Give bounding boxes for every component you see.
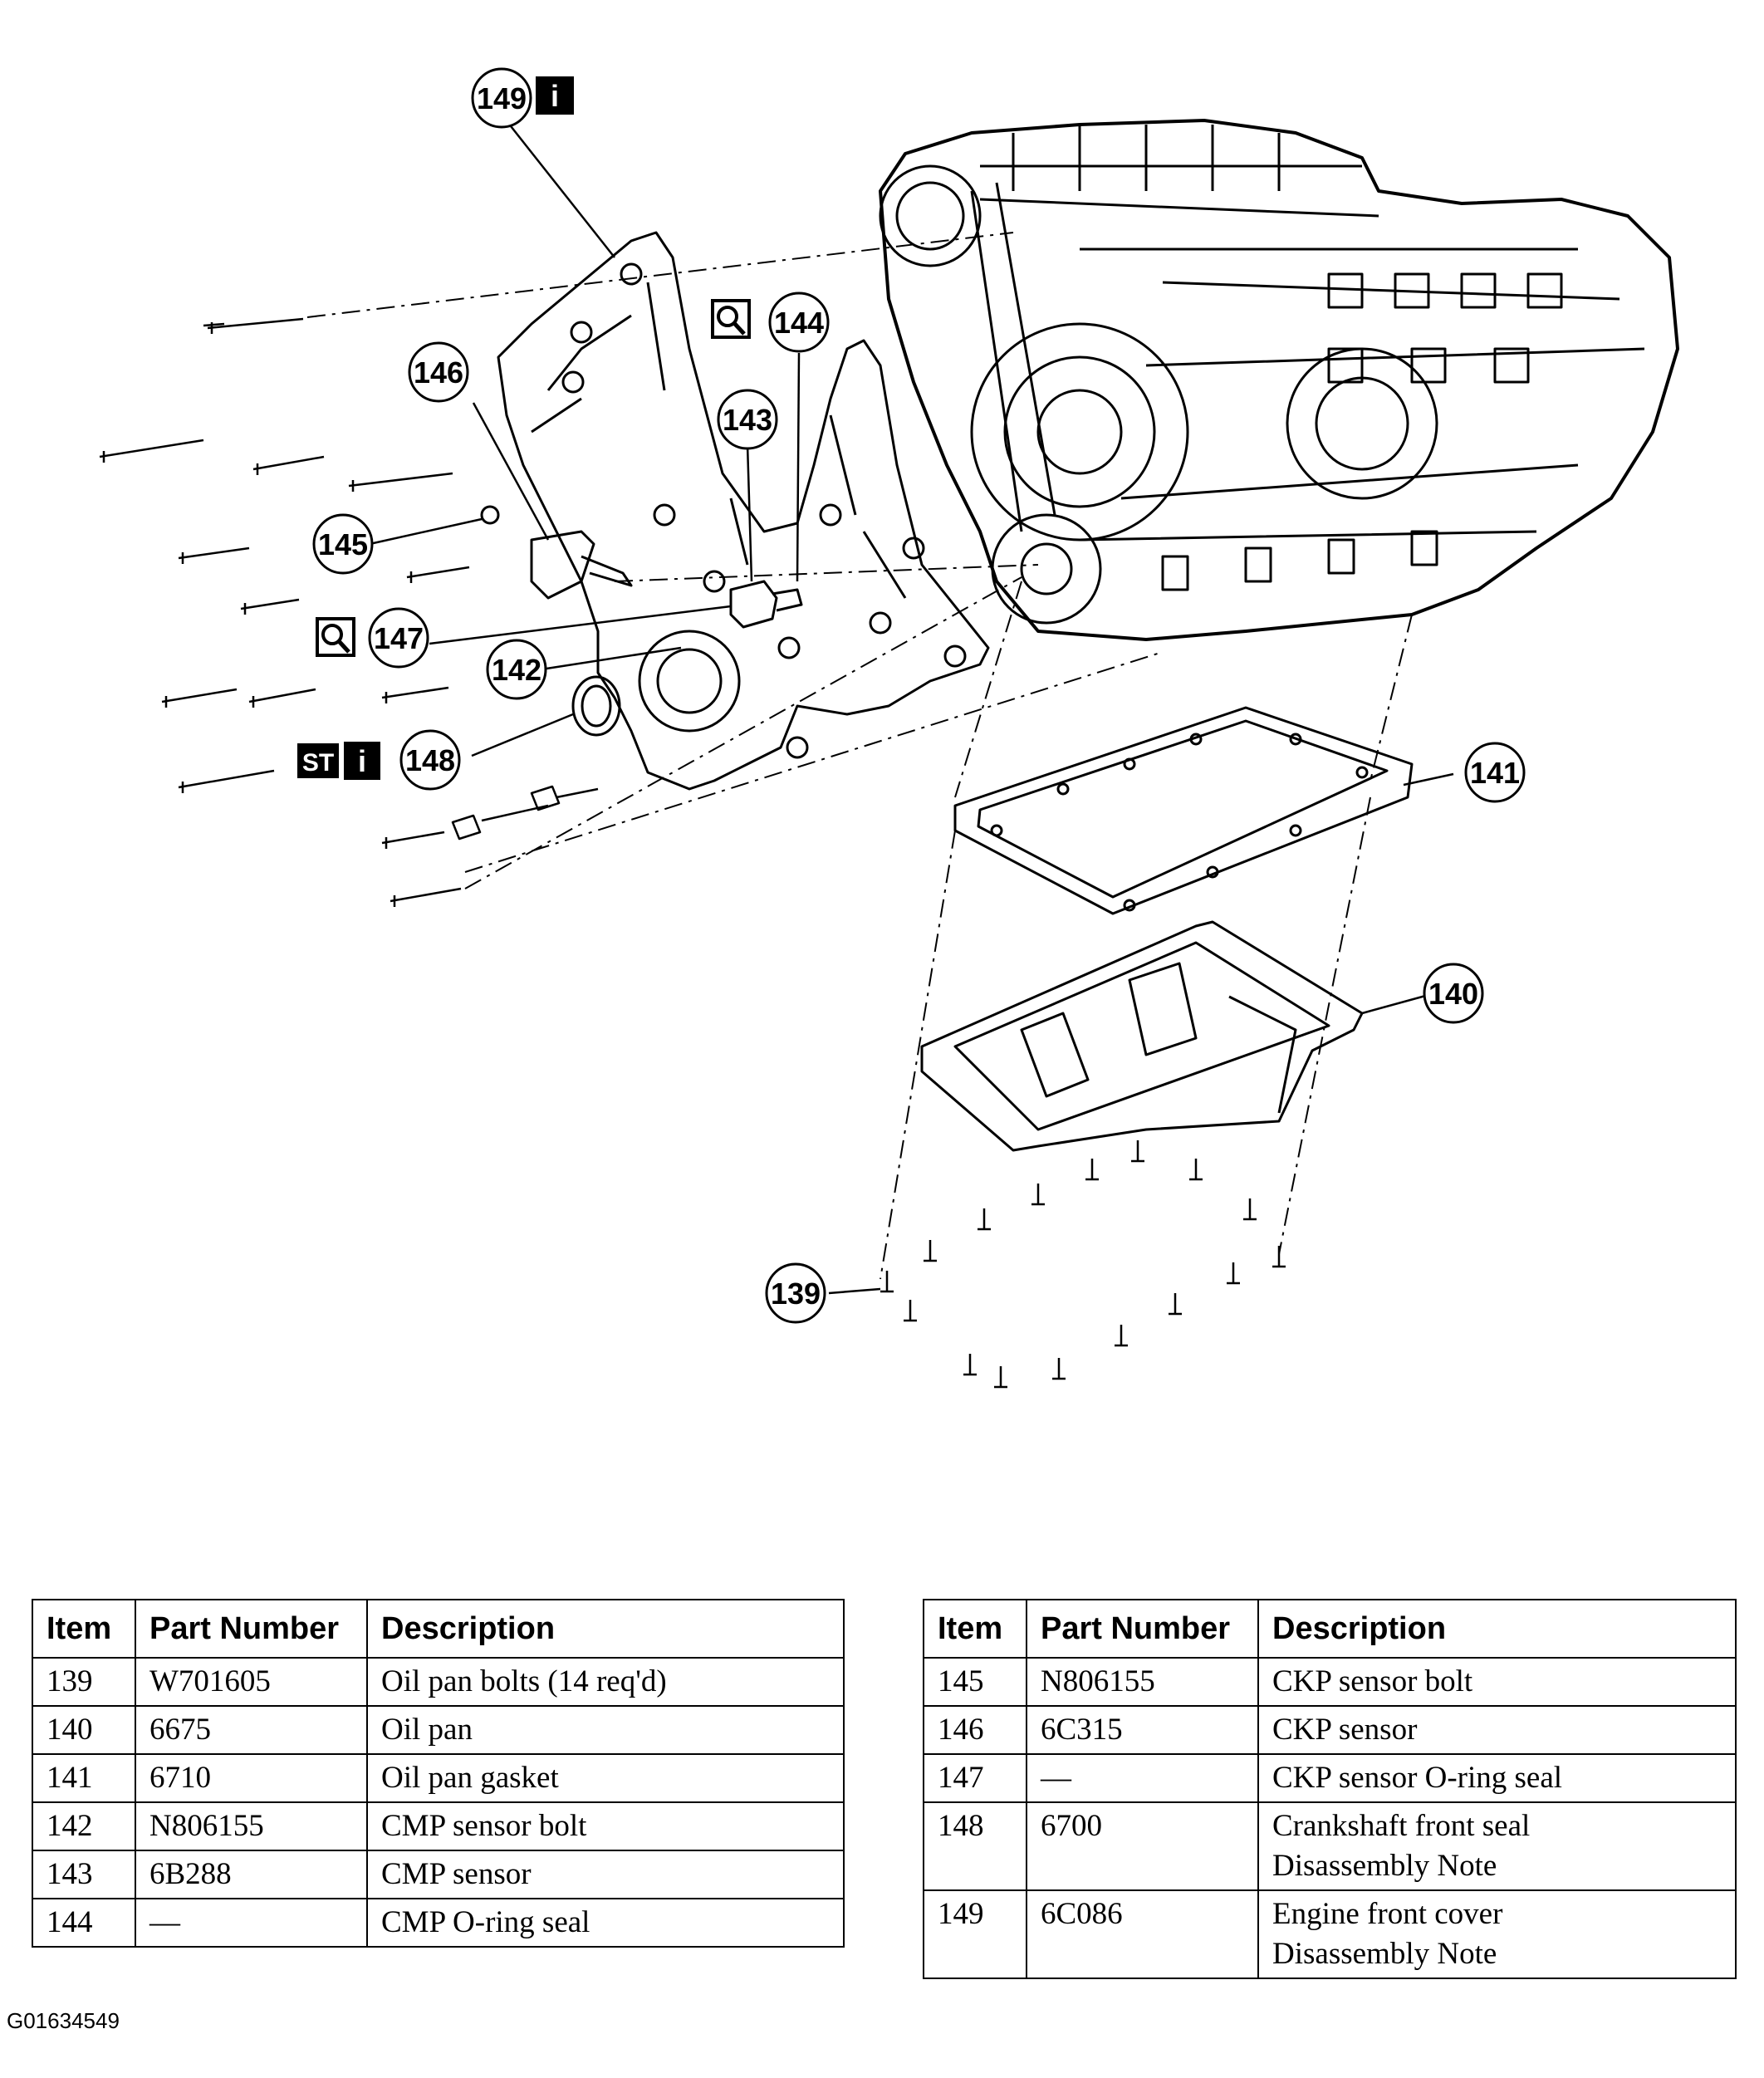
callout-148: ST i 148 [297,729,461,791]
figure-id: G01634549 [7,2008,120,2033]
table-row: 139 W701605 Oil pan bolts (14 req'd) [32,1657,845,1707]
callout-142: 142 [486,639,547,700]
cell-item: 141 [32,1753,136,1803]
oil-pan [920,920,1364,1152]
table-row: 141 6710 Oil pan gasket [32,1753,845,1803]
exploded-parts-diagram: 149 i 146 145 147 142 ST i [99,67,1679,1389]
table-row: 144 — CMP O-ring seal [32,1898,845,1948]
disassembly-note-link[interactable]: Disassembly Note [1272,1849,1497,1883]
svg-text:143: 143 [723,403,772,437]
cell-part-number: 6C086 [1026,1889,1259,1979]
header-part-number: Part Number [1026,1599,1259,1659]
svg-text:139: 139 [771,1277,821,1311]
table-row: 143 6B288 CMP sensor [32,1850,845,1899]
disassembly-note-link[interactable]: Disassembly Note [1272,1937,1497,1971]
table-row: 142 N806155 CMP sensor bolt [32,1801,845,1851]
cell-part-number: — [135,1898,368,1948]
svg-text:148: 148 [405,743,455,777]
cell-part-number: — [1026,1753,1259,1803]
svg-text:147: 147 [374,621,424,655]
engine-front-cover [497,231,990,791]
table-row: 146 6C315 CKP sensor [923,1705,1737,1755]
svg-text:144: 144 [774,306,824,340]
description-line: Engine front cover [1272,1897,1503,1931]
table-row: 148 6700 Crankshaft front seal Disassemb… [923,1801,1737,1891]
table-row: 140 6675 Oil pan [32,1705,845,1755]
parts-table-right: Item Part Number Description 145 N806155… [923,1599,1737,1979]
cell-description: Crankshaft front seal Disassembly Note [1257,1801,1737,1891]
cell-part-number: 6B288 [135,1850,368,1899]
callout-140: 140 [1423,963,1484,1024]
table-row: 147 — CKP sensor O-ring seal [923,1753,1737,1803]
cell-description: Oil pan gasket [366,1753,845,1803]
cell-part-number: 6700 [1026,1801,1259,1891]
table-header-row: Item Part Number Description [32,1599,845,1659]
parts-table-left: Item Part Number Description 139 W701605… [32,1599,845,1948]
leader-lines [369,114,1454,1295]
callout-147: 147 [316,607,429,669]
bolts [99,317,1286,1389]
callouts: 149 i 146 145 147 142 ST i [297,67,1526,1324]
crankshaft-front-seal [571,675,621,737]
callout-146: 146 [408,341,469,403]
callout-145: 145 [312,513,374,575]
engine-assembly [879,119,1679,641]
cell-description: CKP sensor bolt [1257,1657,1737,1707]
cell-part-number: 6675 [135,1705,368,1755]
cell-item: 142 [32,1801,136,1851]
svg-text:141: 141 [1470,756,1520,790]
table-row: 145 N806155 CKP sensor bolt [923,1657,1737,1707]
ckp-sensor [480,505,633,600]
svg-text:142: 142 [492,653,541,687]
header-description: Description [366,1599,845,1659]
cell-part-number: N806155 [135,1801,368,1851]
svg-text:145: 145 [318,527,368,561]
cell-description: CMP sensor [366,1850,845,1899]
header-description: Description [1257,1599,1737,1659]
callout-149: 149 i [471,67,574,129]
cell-description: CMP sensor bolt [366,1801,845,1851]
cell-description: CMP O-ring seal [366,1898,845,1948]
callout-141: 141 [1464,742,1526,803]
table-row: 149 6C086 Engine front cover Disassembly… [923,1889,1737,1979]
oil-pan-gasket [953,706,1414,915]
svg-text:ST: ST [302,749,334,777]
cell-item: 144 [32,1898,136,1948]
cell-description: Engine front cover Disassembly Note [1257,1889,1737,1979]
cell-description: Oil pan bolts (14 req'd) [366,1657,845,1707]
callout-139: 139 [765,1262,826,1324]
svg-text:i: i [358,744,366,778]
callout-143: 143 [717,389,778,450]
svg-text:146: 146 [414,355,463,390]
svg-text:i: i [551,79,559,113]
header-item: Item [32,1599,136,1659]
cell-part-number: W701605 [135,1657,368,1707]
cell-description: CKP sensor O-ring seal [1257,1753,1737,1803]
cell-item: 143 [32,1850,136,1899]
cell-item: 140 [32,1705,136,1755]
cell-item: 148 [923,1801,1027,1891]
cell-description: Oil pan [366,1705,845,1755]
cell-item: 147 [923,1753,1027,1803]
callout-144: 144 [711,292,830,353]
cell-item: 146 [923,1705,1027,1755]
cell-part-number: 6710 [135,1753,368,1803]
cell-description: CKP sensor [1257,1705,1737,1755]
cmp-sensor [729,580,803,629]
cell-part-number: 6C315 [1026,1705,1259,1755]
svg-text:140: 140 [1428,977,1478,1011]
cell-part-number: N806155 [1026,1657,1259,1707]
cell-item: 149 [923,1889,1027,1979]
header-item: Item [923,1599,1027,1659]
svg-text:149: 149 [477,81,527,115]
cell-item: 145 [923,1657,1027,1707]
cell-item: 139 [32,1657,136,1707]
header-part-number: Part Number [135,1599,368,1659]
table-header-row: Item Part Number Description [923,1599,1737,1659]
alignment-lines [306,232,1413,1280]
description-line: Crankshaft front seal [1272,1809,1531,1843]
